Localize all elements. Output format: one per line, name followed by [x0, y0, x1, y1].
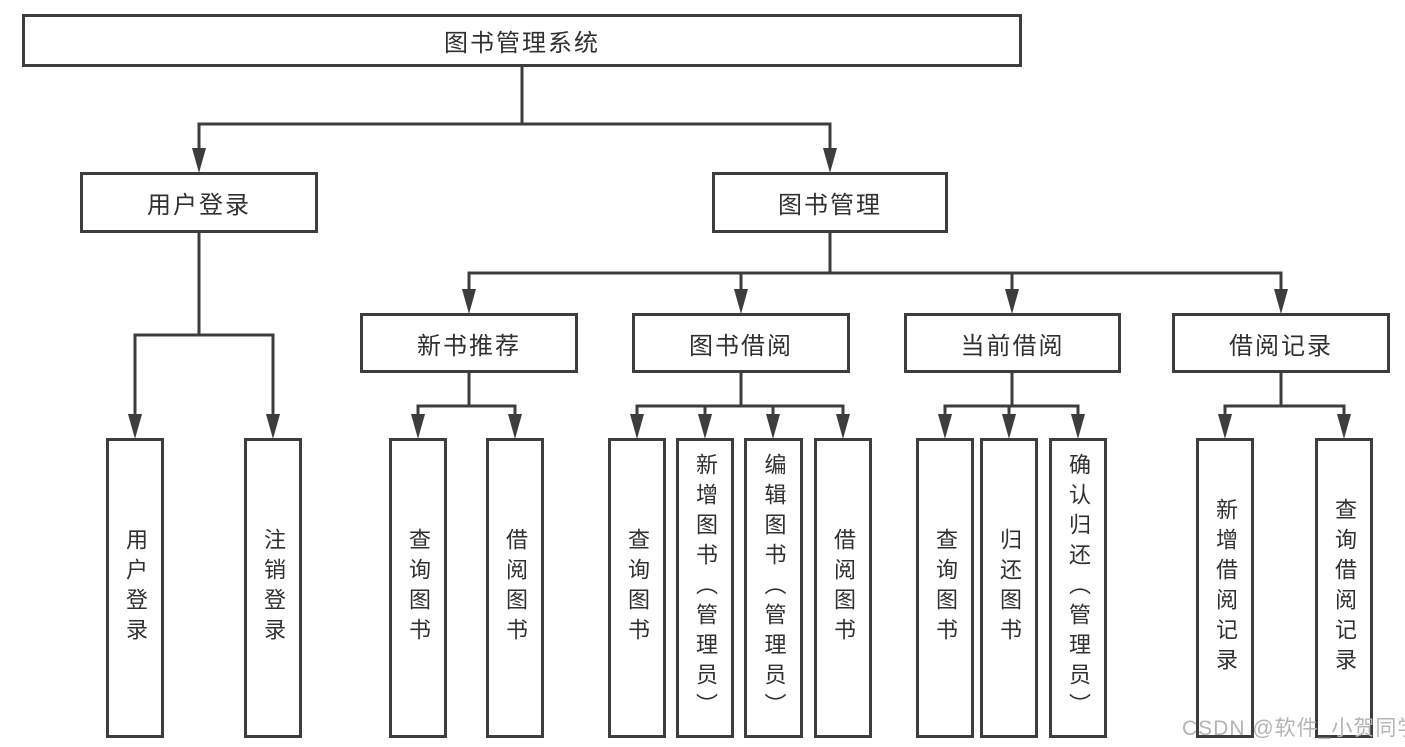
node-label: 确认归还（管理员）: [1066, 453, 1091, 723]
node-borrowing-records: 借阅记录: [1172, 313, 1390, 373]
node-label: 借阅记录: [1229, 332, 1333, 360]
leaf-query-borrow-record: 查询借阅记录: [1315, 438, 1373, 738]
node-label: 借阅图书: [831, 528, 856, 648]
leaf-query-books-current: 查询图书: [916, 438, 974, 738]
node-label: 查询图书: [933, 528, 958, 648]
node-label: 当前借阅: [960, 332, 1065, 360]
node-new-book-recommendation: 新书推荐: [360, 313, 578, 373]
node-label: 查询图书: [406, 528, 431, 648]
node-label: 新增借阅记录: [1213, 498, 1238, 678]
leaf-user-login: 用户登录: [106, 438, 164, 738]
leaf-return-books: 归还图书: [980, 438, 1038, 738]
node-root-library-management-system: 图书管理系统: [22, 14, 1022, 67]
arrowhead-icons: [128, 148, 1351, 439]
leaf-add-books-admin: 新增图书（管理员）: [676, 438, 734, 738]
leaf-query-books-recommend: 查询图书: [389, 438, 447, 738]
node-current-borrowing: 当前借阅: [904, 313, 1121, 373]
node-label: 查询图书: [625, 528, 650, 648]
leaf-borrow-books-recommend: 借阅图书: [486, 438, 544, 738]
node-label: 编辑图书（管理员）: [761, 453, 787, 723]
leaf-confirm-return-admin: 确认归还（管理员）: [1049, 438, 1107, 738]
node-label: 图书管理: [778, 192, 882, 219]
node-label: 新增图书（管理员）: [693, 453, 718, 723]
leaf-query-books-borrowing: 查询图书: [608, 438, 666, 738]
node-user-login-branch: 用户登录: [80, 172, 318, 233]
node-label: 查询借阅记录: [1332, 498, 1357, 678]
node-label: 注销登录: [261, 528, 286, 648]
leaf-logout: 注销登录: [244, 438, 302, 738]
node-label: 借阅图书: [503, 528, 528, 648]
node-label: 归还图书: [997, 528, 1022, 648]
leaf-borrow-books-borrowing: 借阅图书: [814, 438, 872, 738]
leaf-edit-books-admin: 编辑图书（管理员）: [744, 438, 803, 738]
node-label: 图书管理系统: [444, 30, 600, 57]
leaf-add-borrow-record: 新增借阅记录: [1196, 438, 1254, 738]
node-label: 用户登录: [147, 192, 251, 219]
node-label: 用户登录: [123, 528, 148, 648]
node-label: 新书推荐: [417, 332, 521, 360]
node-book-management-branch: 图书管理: [712, 172, 948, 233]
node-book-borrowing: 图书借阅: [632, 313, 850, 373]
node-label: 图书借阅: [689, 332, 793, 360]
csdn-watermark: CSDN @软件_小贺同学: [1182, 717, 1405, 740]
